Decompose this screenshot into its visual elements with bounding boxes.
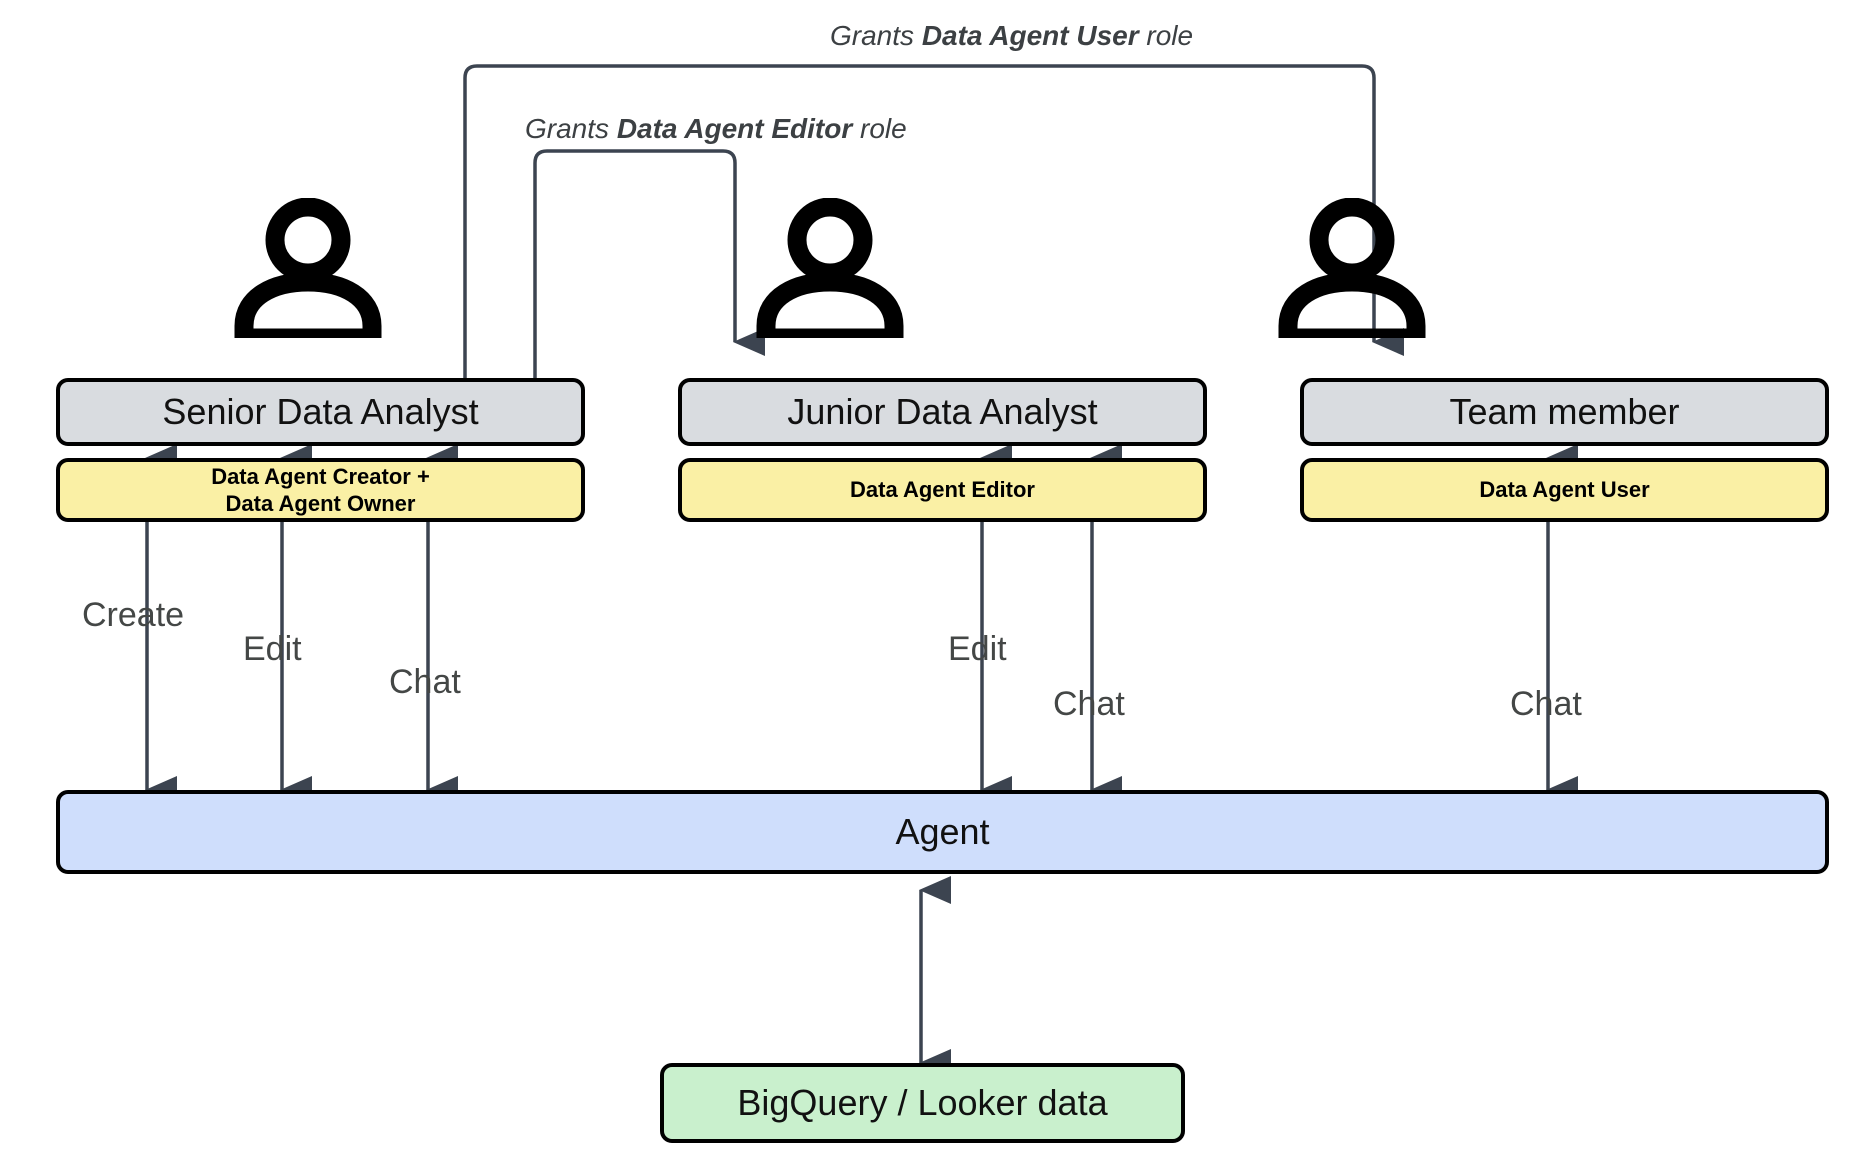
agent-label: Agent — [895, 811, 990, 852]
person-icon — [234, 198, 382, 338]
persona-title-label: Senior Data Analyst — [162, 391, 479, 432]
edge-label-text: Create — [82, 596, 185, 634]
grants-editor-role: Data Agent Editor — [616, 113, 853, 144]
persona-permission-junior[interactable]: Data Agent Editor — [678, 458, 1207, 522]
person-icon — [1278, 198, 1426, 338]
agent-node[interactable]: Agent — [56, 790, 1829, 874]
person-icon — [756, 198, 904, 338]
permission-line-1: Data Agent Editor — [850, 477, 1035, 503]
permission-line-1: Data Agent User — [1479, 477, 1650, 503]
data-source-label: BigQuery / Looker data — [737, 1082, 1108, 1123]
grants-user-suffix: role — [1138, 20, 1194, 51]
persona-permission-senior[interactable]: Data Agent Creator + Data Agent Owner — [56, 458, 585, 522]
persona-title-label: Junior Data Analyst — [787, 391, 1098, 432]
edge-label-text: Chat — [389, 663, 461, 701]
persona-title-label: Team member — [1449, 391, 1680, 432]
edge-label-text: Chat — [1053, 685, 1125, 723]
persona-title-team[interactable]: Team member — [1300, 378, 1829, 446]
edge-label-text: Chat — [1510, 685, 1582, 723]
persona-title-senior[interactable]: Senior Data Analyst — [56, 378, 585, 446]
edge-label-text: Edit — [243, 630, 302, 668]
persona-title-junior[interactable]: Junior Data Analyst — [678, 378, 1207, 446]
grants-editor-prefix: Grants — [525, 113, 617, 144]
data-source-node[interactable]: BigQuery / Looker data — [660, 1063, 1185, 1143]
edge-label-senior-create: Create — [82, 596, 184, 635]
permission-line-1: Data Agent Creator + — [211, 463, 430, 489]
edge-label-senior-edit: Edit — [243, 630, 302, 669]
grants-user-role: Data Agent User — [921, 20, 1139, 51]
connector-label-grants-editor: Grants Data Agent Editor role — [525, 113, 907, 145]
connector-grants-editor — [533, 149, 765, 378]
connector-label-grants-user: Grants Data Agent User role — [830, 20, 1193, 52]
edge-label-team-chat: Chat — [1510, 685, 1582, 724]
grants-user-prefix: Grants — [830, 20, 922, 51]
edge-label-junior-chat: Chat — [1053, 685, 1125, 724]
grants-editor-suffix: role — [852, 113, 907, 144]
edge-label-text: Edit — [948, 630, 1007, 668]
edge-label-senior-chat: Chat — [389, 663, 461, 702]
edge-label-junior-edit: Edit — [948, 630, 1007, 669]
permission-line-2: Data Agent Owner — [225, 491, 416, 516]
persona-permission-team[interactable]: Data Agent User — [1300, 458, 1829, 522]
